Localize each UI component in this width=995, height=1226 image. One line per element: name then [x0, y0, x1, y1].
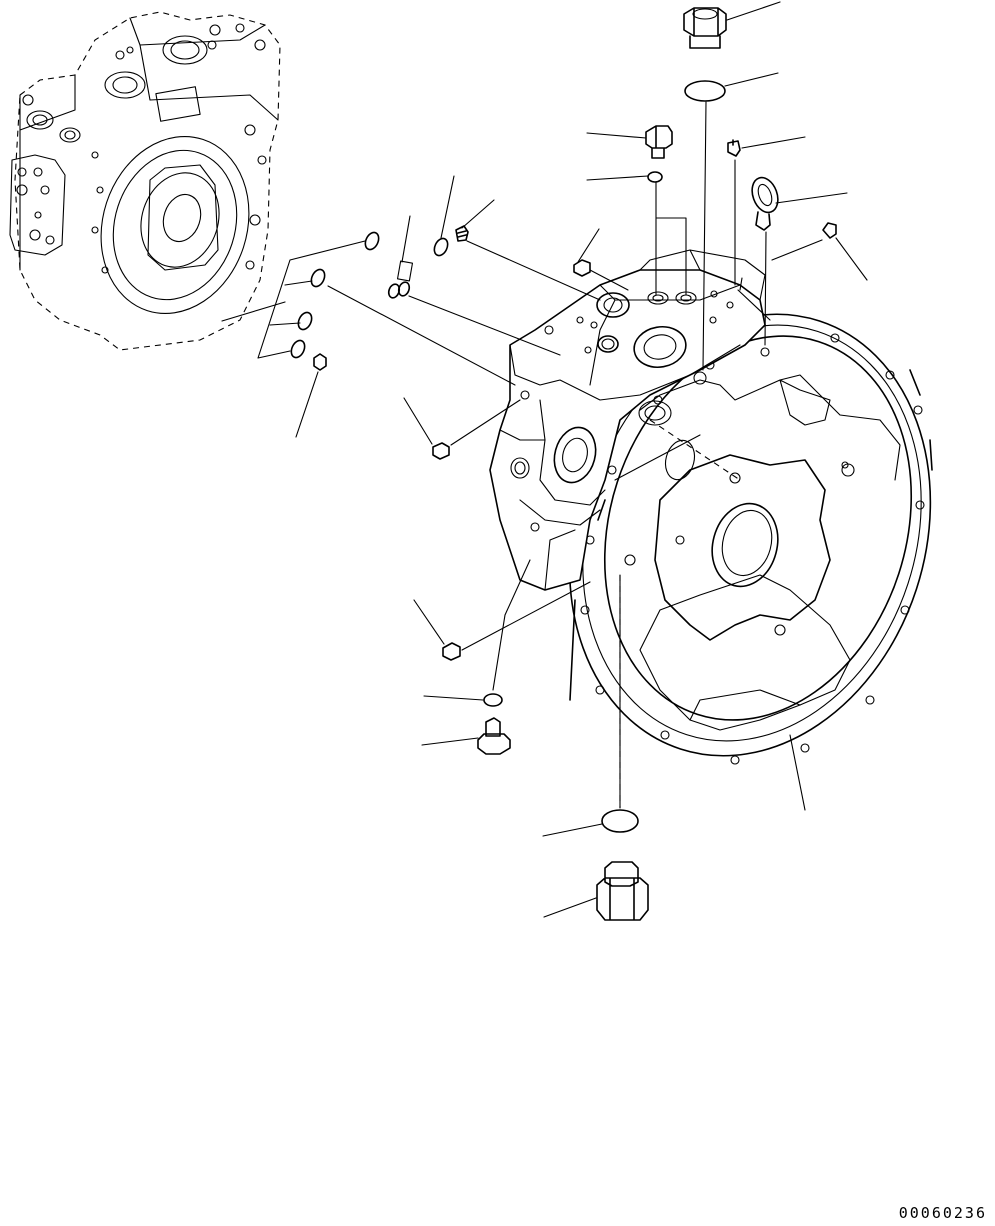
leader-line — [423, 695, 484, 701]
leader-line — [221, 240, 366, 359]
o-ring-small-icon — [647, 171, 663, 183]
plug-right-icon — [822, 222, 837, 239]
o-ring-icon — [310, 268, 326, 288]
o-ring-icon — [297, 311, 313, 331]
drawing-number: 00060236 — [898, 1204, 987, 1222]
o-ring-large-top-icon — [684, 80, 726, 102]
leader-line — [586, 132, 647, 139]
leader-line — [440, 175, 455, 239]
leader-line — [295, 371, 319, 438]
leader-line — [413, 599, 445, 645]
pump-main-body — [489, 249, 933, 765]
o-ring-icon — [433, 237, 449, 257]
o-ring-icon — [397, 281, 411, 297]
leader-line — [461, 199, 495, 229]
plug-left-lower-icon — [442, 642, 461, 661]
leader-line — [741, 136, 806, 149]
plug-case-top-icon — [573, 259, 591, 277]
leader-line — [401, 215, 411, 263]
leader-line — [835, 237, 868, 281]
leader-line — [403, 397, 433, 445]
leader-line — [542, 823, 603, 837]
screw-small-icon — [727, 139, 741, 157]
pump-rear-view-inset — [9, 11, 281, 351]
leader-line — [726, 1, 781, 21]
alignment-lines — [327, 101, 771, 809]
o-ring-large-bottom-icon — [601, 809, 639, 833]
drain-plug-icon — [596, 861, 649, 921]
plug-small-icon — [313, 353, 327, 371]
plug-top-icon — [683, 7, 727, 49]
leader-line — [771, 239, 823, 261]
leader-line — [586, 175, 649, 181]
plug-left-icon — [432, 442, 450, 460]
threaded-plug-icon — [455, 225, 469, 242]
exploded-parts — [290, 7, 837, 921]
leader-line — [789, 734, 806, 811]
o-ring-icon — [364, 231, 380, 251]
o-ring-small-lower-icon — [483, 693, 503, 707]
leader-line — [775, 192, 848, 204]
bolt-top-icon — [645, 125, 673, 159]
leader-line — [543, 897, 597, 918]
eye-bolt-icon — [751, 176, 779, 214]
leader-line — [577, 228, 600, 263]
leader-line — [724, 72, 779, 87]
leader-line — [739, 277, 743, 291]
leader-lines — [221, 1, 868, 918]
o-ring-icon — [290, 339, 306, 359]
flanged-plug-icon — [477, 717, 511, 755]
leader-line — [421, 737, 479, 746]
